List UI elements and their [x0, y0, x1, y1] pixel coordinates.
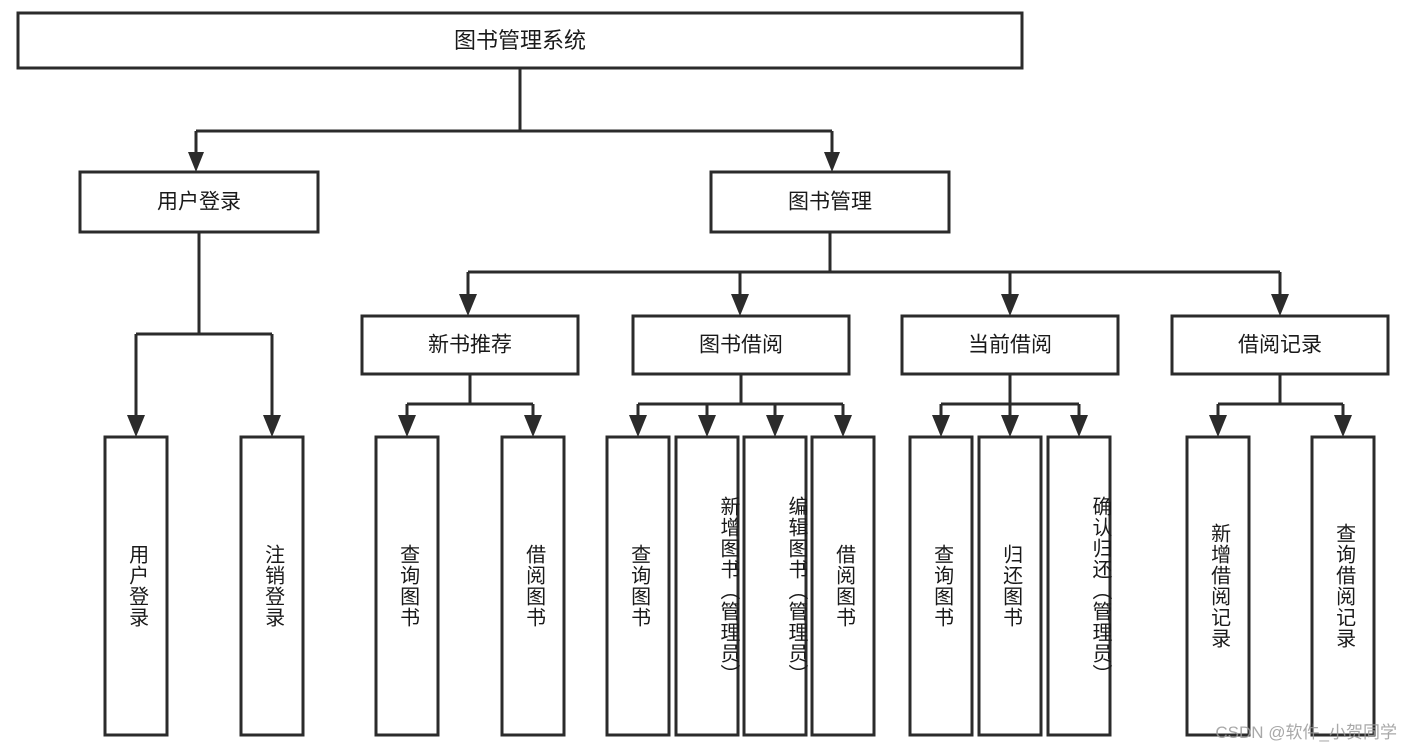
- arrow-icon: [834, 415, 852, 437]
- node-user-login[interactable]: 用户登录: [78, 170, 320, 234]
- arrow-icon: [1070, 415, 1088, 437]
- arrow-icon: [459, 294, 477, 316]
- leaf-box-add-book[interactable]: [674, 435, 740, 737]
- connector-book-manage-to-level3: [459, 232, 1289, 316]
- connector-new-book-recommend-to-leaves: [398, 374, 542, 437]
- leaf-box-borrow-book-2[interactable]: [810, 435, 876, 737]
- arrow-icon: [731, 294, 749, 316]
- current-borrow-label: 当前借阅: [968, 334, 1052, 357]
- connector-borrow-record-to-leaves: [1209, 374, 1352, 437]
- arrow-icon: [824, 152, 840, 172]
- arrow-icon: [1001, 415, 1019, 437]
- node-new-book-recommend[interactable]: 新书推荐: [360, 314, 580, 376]
- arrow-icon: [1334, 415, 1352, 437]
- connector-book-borrow-to-leaves: [629, 374, 852, 437]
- arrow-icon: [766, 415, 784, 437]
- leaf-box-borrow-book-1[interactable]: [500, 435, 566, 737]
- arrow-icon: [398, 415, 416, 437]
- book-borrow-label: 图书借阅: [699, 334, 783, 357]
- current-borrow-box[interactable]: [900, 314, 1120, 376]
- book-manage-label: 图书管理: [788, 191, 872, 214]
- watermark: CSDN @软件_小贺同学: [1215, 723, 1397, 742]
- borrow-record-label: 借阅记录: [1238, 334, 1322, 357]
- arrow-icon: [698, 415, 716, 437]
- arrow-icon: [263, 415, 281, 437]
- leaf-box-user-login[interactable]: [103, 435, 169, 737]
- leaf-box-query-book-2[interactable]: [605, 435, 671, 737]
- arrow-icon: [932, 415, 950, 437]
- arrow-icon: [1271, 294, 1289, 316]
- arrow-icon: [188, 152, 204, 172]
- leaf-box-add-record[interactable]: [1185, 435, 1251, 737]
- new-book-recommend-label: 新书推荐: [428, 334, 512, 357]
- user-login-box[interactable]: [78, 170, 320, 234]
- user-login-label: 用户登录: [157, 191, 241, 214]
- new-book-recommend-box[interactable]: [360, 314, 580, 376]
- connector-root-to-level2: [188, 68, 840, 172]
- root-label: 图书管理系统: [454, 28, 586, 53]
- leaf-box-query-book-1[interactable]: [374, 435, 440, 737]
- node-root[interactable]: 图书管理系统: [16, 11, 1024, 70]
- leaf-box-confirm-return[interactable]: [1046, 435, 1112, 737]
- node-borrow-record[interactable]: 借阅记录: [1170, 314, 1390, 376]
- leaf-box-edit-book[interactable]: [742, 435, 808, 737]
- arrow-icon: [1001, 294, 1019, 316]
- leaf-box-query-record[interactable]: [1310, 435, 1376, 737]
- connector-current-borrow-to-leaves: [932, 374, 1088, 437]
- root-box[interactable]: [16, 11, 1024, 70]
- arrow-icon: [1209, 415, 1227, 437]
- leaf-box-query-book-3[interactable]: [908, 435, 974, 737]
- arrow-icon: [524, 415, 542, 437]
- leaf-box-user-logout[interactable]: [239, 435, 305, 737]
- connector-user-login-to-leaves: [127, 232, 281, 437]
- leaf-box-return-book[interactable]: [977, 435, 1043, 737]
- arrow-icon: [127, 415, 145, 437]
- arrow-icon: [629, 415, 647, 437]
- node-book-manage[interactable]: 图书管理: [709, 170, 951, 234]
- node-book-borrow[interactable]: 图书借阅: [631, 314, 851, 376]
- node-current-borrow[interactable]: 当前借阅: [900, 314, 1120, 376]
